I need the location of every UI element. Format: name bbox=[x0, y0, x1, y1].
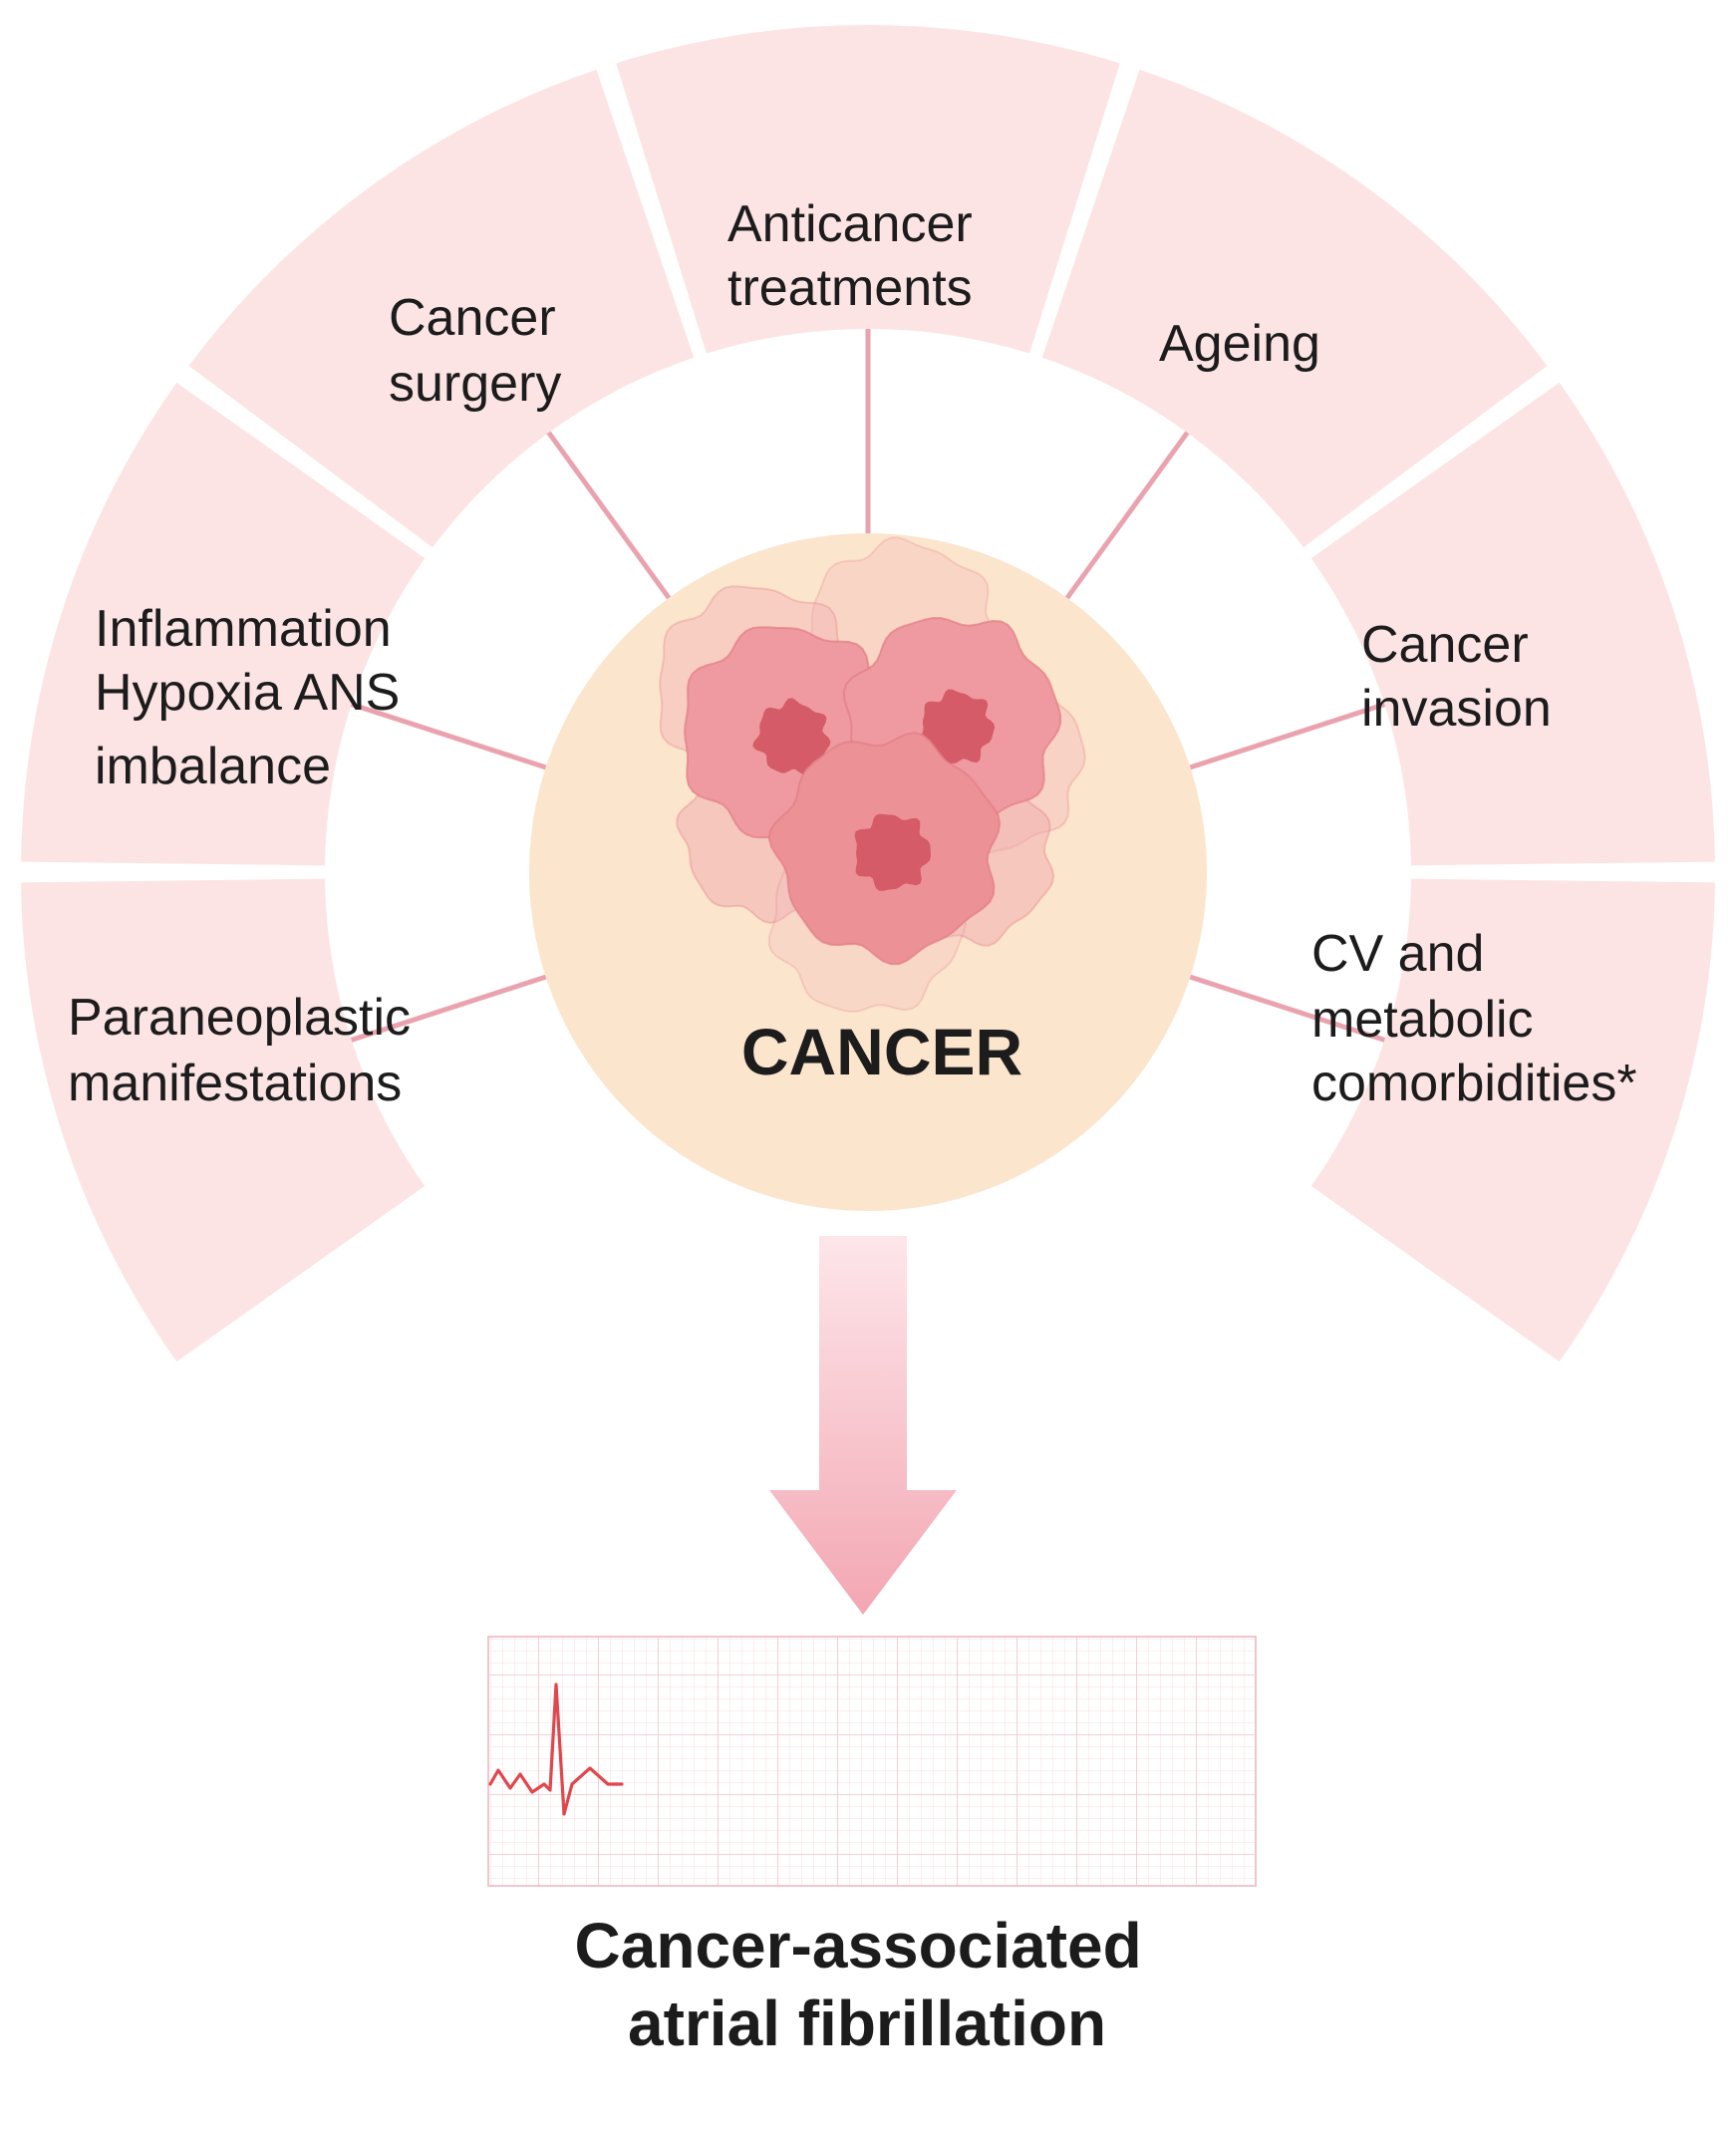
segment-paraneoplastic bbox=[21, 878, 426, 1363]
ecg-trace bbox=[488, 1682, 624, 1816]
connector-ageing bbox=[1064, 431, 1190, 600]
factor-label-inflammation: Inflammation Hypoxia ANS imbalance bbox=[95, 600, 415, 795]
cell-nucleus bbox=[854, 813, 931, 891]
segment-treatments bbox=[616, 25, 1120, 354]
arrow-down-icon bbox=[769, 1236, 957, 1615]
cell-nucleus bbox=[919, 689, 995, 764]
outcome-label: Cancer-associated atrial fibrillation bbox=[575, 1910, 1160, 2059]
ecg-strip-icon bbox=[487, 1636, 1257, 1887]
factor-ring bbox=[21, 25, 1715, 1363]
factor-label-comorbidities: CV and metabolic comorbidities* bbox=[1311, 925, 1637, 1112]
factor-label-surgery: Cancer surgery bbox=[389, 289, 570, 413]
connector-comorbidities bbox=[1189, 974, 1386, 1043]
factor-label-invasion: Cancer invasion bbox=[1361, 616, 1552, 738]
factor-connectors bbox=[350, 329, 1386, 1043]
center-label: CANCER bbox=[741, 1015, 1022, 1088]
segment-comorbidities bbox=[1310, 878, 1715, 1363]
connector-inflammation bbox=[350, 702, 547, 770]
factor-label-ageing: Ageing bbox=[1159, 315, 1320, 373]
cell-nucleus bbox=[752, 698, 831, 775]
segment-surgery bbox=[188, 69, 695, 548]
segment-ageing bbox=[1041, 69, 1548, 548]
connector-invasion bbox=[1189, 702, 1386, 770]
segment-inflammation bbox=[21, 382, 426, 866]
factor-label-paraneoplastic: Paraneoplastic manifestations bbox=[68, 989, 425, 1112]
cancer-cell-cluster-icon bbox=[659, 536, 1086, 1013]
segment-invasion bbox=[1310, 382, 1715, 866]
factor-labels: Paraneoplastic manifestations Inflammati… bbox=[68, 195, 1637, 1112]
connector-paraneoplastic bbox=[350, 974, 547, 1043]
factor-label-treatments: Anticancer treatments bbox=[727, 195, 987, 317]
connector-surgery bbox=[546, 431, 672, 600]
